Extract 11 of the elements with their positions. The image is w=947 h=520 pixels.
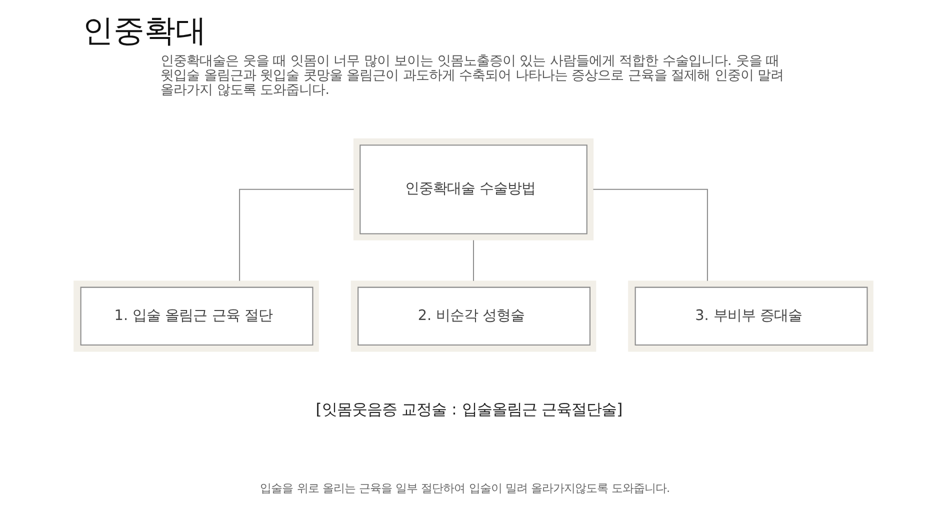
label: 입술을 위로 올리는 근육을 일부 절단하여 입술이 밀려 올라가지않도록 도와줍니다. xyxy=(260,481,670,496)
node-box: 2. 비순각 성형술 xyxy=(350,280,596,352)
label: [잇몸웃음증 교정술 : 입술올림근 근육절단술] xyxy=(316,400,623,419)
diagram-title: 인중확대 xyxy=(82,12,207,48)
connector xyxy=(239,188,354,281)
node-box: 1. 입술 올림근 근육 절단 xyxy=(74,280,319,352)
connector xyxy=(593,188,708,281)
node-box: 인중확대술 수술방법 xyxy=(353,138,594,240)
label: 인중확대술은 웃을 때 잇몸이 너무 많이 보이는 잇몸노출증이 있는 사람들에게 적합한 수술입니다. 웃을 때 윗입술 올림근과 윗입술 콧망울 올림근이 과도하게 수축되어 나타나는 증상으로 근육을 절제해 인중이 말려 올라가지 않도록 도와줍니다. xyxy=(160,54,784,98)
node-box: 3. 부비부 증대술 xyxy=(628,280,874,352)
connector xyxy=(472,240,474,281)
